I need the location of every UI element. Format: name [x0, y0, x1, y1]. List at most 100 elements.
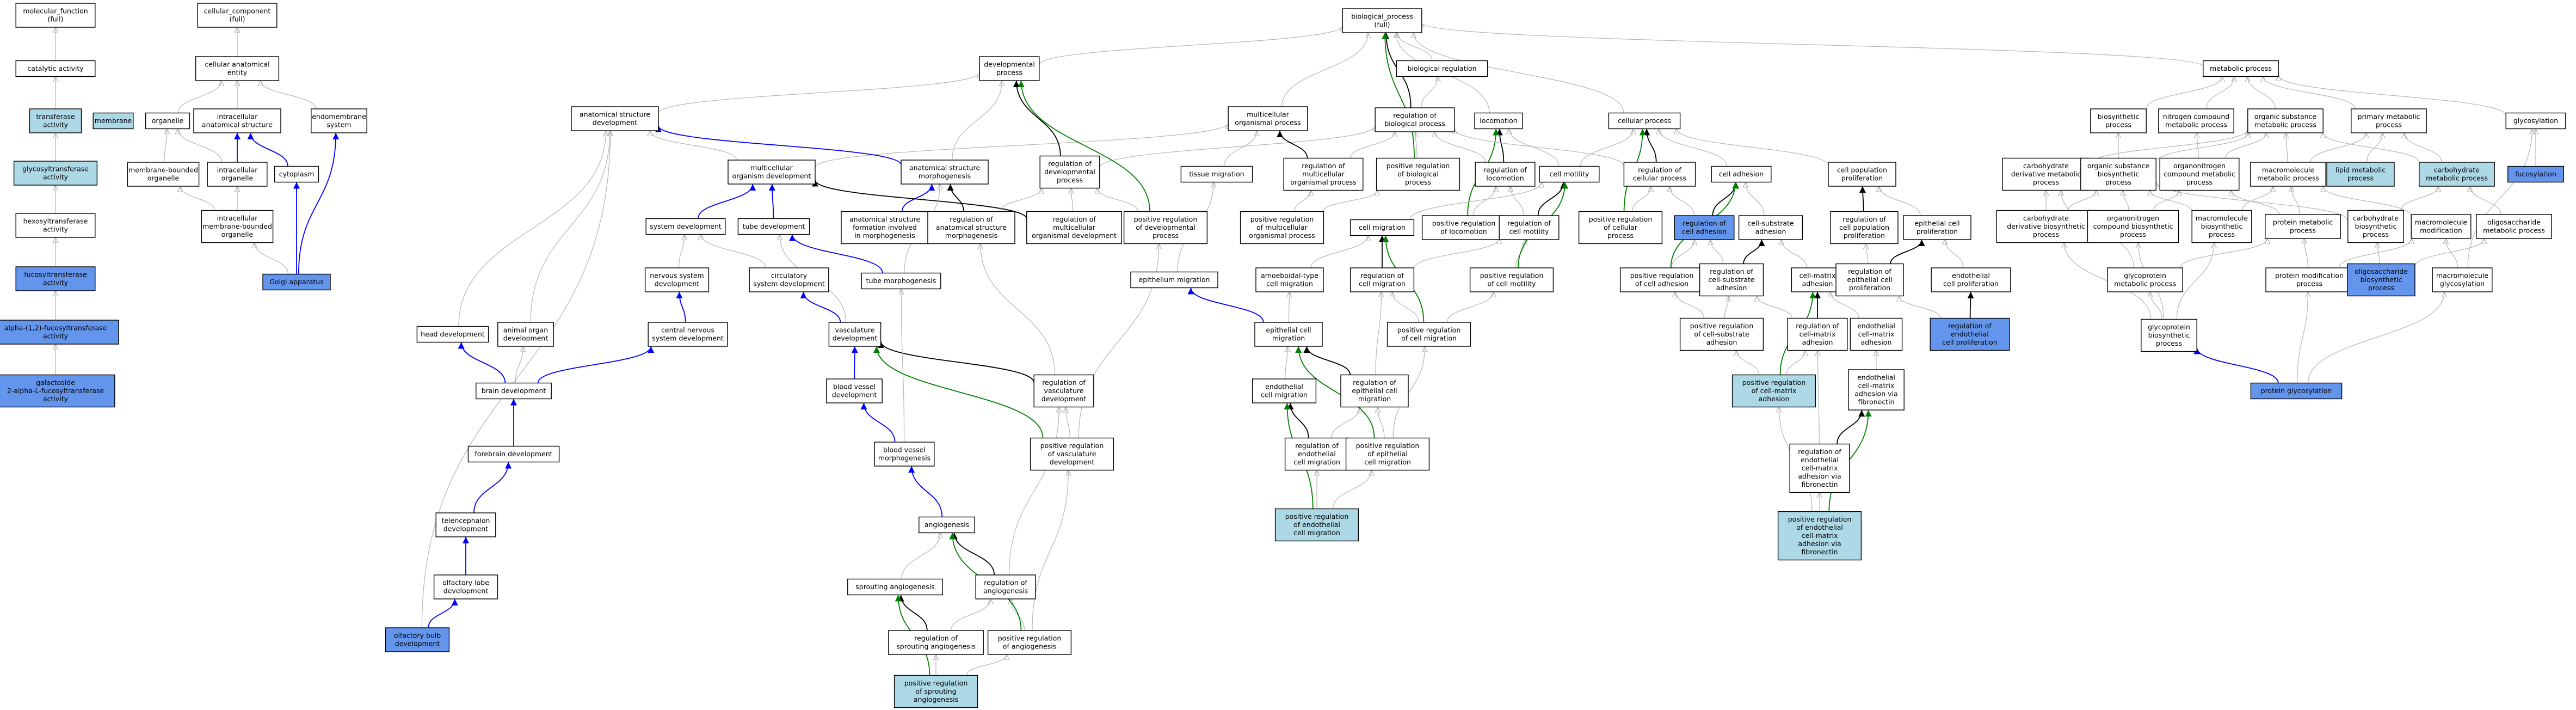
- go-term-node-sprouting-ang[interactable]: sprouting angiogenesis: [847, 578, 943, 596]
- go-term-node-mf-root[interactable]: molecular_function(full): [15, 3, 96, 28]
- go-term-node-tube-morph[interactable]: tube morphogenesis: [861, 272, 941, 290]
- go-term-node-organelle[interactable]: organelle: [145, 112, 190, 130]
- go-term-node-tube-dev[interactable]: tube development: [737, 218, 810, 235]
- go-term-node-membrane[interactable]: membrane: [93, 112, 134, 130]
- go-term-node-cell-migration[interactable]: cell migration: [1349, 219, 1415, 236]
- go-term-node-cell-proc[interactable]: cellular process: [1608, 112, 1681, 130]
- go-term-node-reg-endo-cm-fib[interactable]: regulation ofendothelialcell-matrixadhes…: [1789, 443, 1850, 493]
- go-term-node-protein-glyc[interactable]: protein glycosylation: [2250, 382, 2343, 400]
- go-term-node-golgi[interactable]: Golgi apparatus: [262, 273, 331, 291]
- go-term-node-fucosylation[interactable]: fucosylation: [2507, 166, 2564, 183]
- go-term-node-cell-motility[interactable]: cell motility: [1539, 166, 1600, 183]
- go-term-node-tissue-mig[interactable]: tissue migration: [1180, 166, 1253, 183]
- go-term-node-angiogenesis[interactable]: angiogenesis: [919, 516, 975, 534]
- go-term-node-sys-dev[interactable]: system development: [645, 218, 726, 235]
- go-term-node-head-dev[interactable]: head development: [416, 326, 489, 343]
- go-term-node-cat-act[interactable]: catalytic activity: [15, 60, 96, 77]
- go-term-node-glycosylation[interactable]: glycosylation: [2505, 112, 2566, 130]
- go-term-node-bio-reg[interactable]: biological regulation: [1396, 60, 1488, 77]
- go-term-node-galactoside-fuc[interactable]: galactoside2-alpha-L-fucosyltransferasea…: [0, 374, 115, 408]
- go-term-node-locomotion[interactable]: locomotion: [1474, 112, 1523, 130]
- go-term-node-cc-root[interactable]: cellular_component(full): [197, 3, 278, 28]
- go-term-node-bp-root[interactable]: biological_process(full): [1342, 8, 1422, 33]
- go-term-node-brain-dev[interactable]: brain development: [476, 382, 552, 400]
